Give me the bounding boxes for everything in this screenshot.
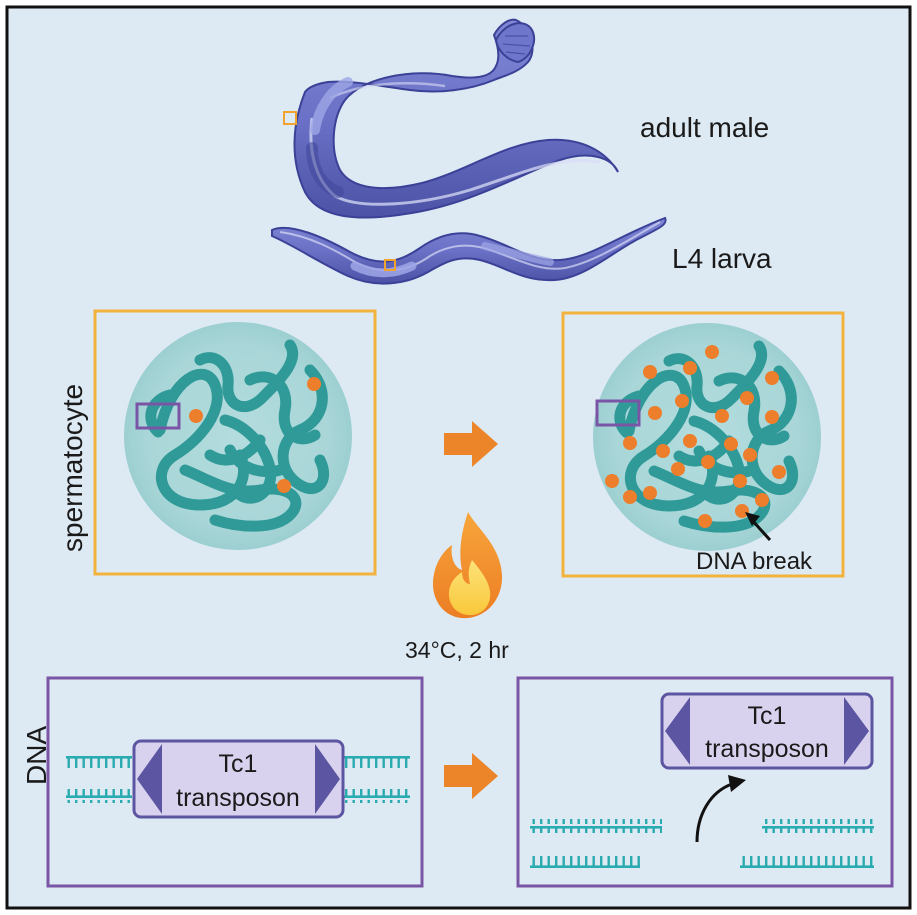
dna-break-dot — [735, 504, 749, 518]
transposon-label: transposon — [705, 735, 829, 763]
l4-larva-worm — [271, 216, 667, 285]
dna-break-dot — [671, 462, 685, 476]
tc1-label: Tc1 — [748, 702, 787, 730]
dna-break-dot — [623, 436, 637, 450]
adult-male-label: adult male — [640, 112, 769, 143]
dna-region-box-before — [135, 402, 181, 430]
dna-break-label: DNA break — [696, 548, 813, 575]
tc1-transposon-excised: Tc1 transposon — [660, 692, 874, 770]
spermatocyte-label: spermatocyte — [57, 384, 88, 552]
dna-break-dot — [277, 479, 291, 493]
dna-break-dot — [189, 409, 203, 423]
dna-break-dot — [683, 361, 697, 375]
dna-break-dot — [698, 514, 712, 528]
dna-label: DNA — [21, 726, 52, 785]
dna-break-dot — [765, 371, 779, 385]
dna-break-dot — [623, 490, 637, 504]
dna-break-dot — [743, 448, 757, 462]
flame-icon — [432, 512, 503, 619]
dna-break-dot — [643, 365, 657, 379]
curved-arrow-icon — [695, 775, 746, 843]
dna-break-dot — [648, 406, 662, 420]
dna-break-dot — [740, 391, 754, 405]
dna-break-dot — [605, 474, 619, 488]
dna-break-dot — [715, 409, 729, 423]
dna-break-dot — [701, 455, 715, 469]
tc1-label: Tc1 — [219, 750, 258, 778]
dna-region-box-after — [595, 399, 641, 427]
adult-male-worm — [283, 18, 619, 219]
dna-break-dot — [656, 444, 670, 458]
dna-break-dot — [733, 474, 747, 488]
dna-break-dot — [705, 345, 719, 359]
dna-break-dot — [724, 437, 738, 451]
dna-break-dot — [643, 486, 657, 500]
dna-break-dot — [755, 493, 769, 507]
dna-break-dot — [675, 394, 689, 408]
heat-condition-label: 34°C, 2 hr — [405, 637, 509, 663]
tc1-transposon-before: Tc1 transposon — [132, 739, 345, 819]
spermatocyte-cell-before — [124, 322, 352, 550]
transposon-label: transposon — [176, 784, 300, 812]
larva-marker-square — [384, 259, 396, 271]
adult-marker-square — [283, 111, 297, 125]
dna-break-dot — [765, 410, 779, 424]
spermatocyte-cell-after — [593, 323, 821, 551]
dna-strands-before — [66, 754, 410, 803]
dna-break-dot — [683, 434, 697, 448]
dna-break-dot — [307, 377, 321, 391]
dna-strands-broken — [530, 819, 874, 868]
dna-break-dot — [772, 465, 786, 479]
l4-larva-label: L4 larva — [672, 243, 772, 274]
